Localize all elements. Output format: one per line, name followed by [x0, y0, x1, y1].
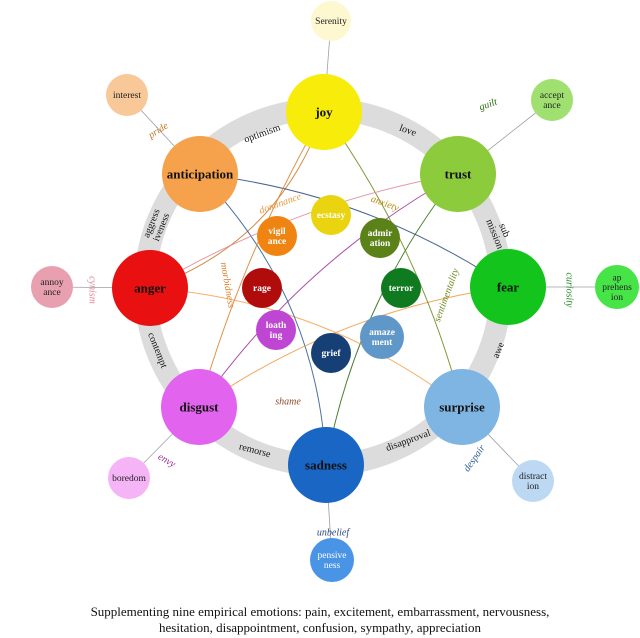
ecstasy-label: ecstasy	[317, 211, 346, 221]
node-anger: anger	[112, 250, 188, 326]
grief-circle	[311, 333, 351, 373]
dyad-unbelief: unbelief	[317, 527, 350, 538]
surprise-label: surprise	[439, 399, 485, 414]
dyad-despair: despair	[462, 443, 488, 474]
dyad-arc-5	[198, 286, 509, 408]
trust-label: trust	[445, 166, 472, 181]
anticipation-label: anticipation	[167, 166, 234, 181]
dyad-sentimentality: sentimentality	[432, 267, 462, 324]
node-rage: rage	[242, 268, 282, 308]
caption-line-1: Supplementing nine empirical emotions: p…	[90, 604, 550, 619]
fear-circle	[470, 249, 546, 325]
emotion-nodes: joy trust fear surprise sadness disgust anger a…	[31, 1, 639, 582]
loathing-circle	[256, 310, 296, 350]
dyad-arc-8	[198, 111, 325, 408]
anger-circle	[112, 250, 188, 326]
trust-circle	[420, 136, 496, 212]
caption-line-2: hesitation, disappointment, confusion, s…	[159, 620, 481, 635]
node-sadness: sadness	[288, 427, 364, 503]
surprise-circle	[424, 369, 500, 445]
interest-label: interest	[113, 91, 141, 101]
node-trust: trust	[420, 136, 496, 212]
disgust-circle	[161, 369, 237, 445]
node-grief: grief	[311, 333, 351, 373]
node-surprise: surprise	[424, 369, 500, 445]
vigilance-circle	[257, 216, 297, 256]
dyad-arc-6	[323, 111, 463, 408]
serenity-circle	[311, 1, 351, 41]
dyad-shame: shame	[275, 396, 301, 407]
dyad-arc-2	[149, 287, 463, 408]
admiration-circle	[360, 218, 400, 258]
ecstasy-circle	[311, 195, 351, 235]
dyad-arc-7	[199, 173, 509, 288]
dyad-envy: envy	[156, 451, 178, 470]
dyad-arc-1	[325, 173, 459, 466]
joy-label: joy	[314, 104, 333, 119]
distraction-circle	[512, 460, 554, 502]
node-serenity: Serenity	[311, 1, 351, 41]
boredom-circle	[108, 457, 150, 499]
dyad-guilt: guilt	[478, 96, 499, 113]
apprehension-circle	[595, 265, 639, 309]
rage-label: rage	[253, 284, 271, 294]
annoyance-circle	[31, 266, 73, 308]
fear-label: fear	[497, 279, 520, 294]
anger-label: anger	[134, 280, 166, 295]
figure-caption: Supplementing nine empirical emotions: p…	[0, 604, 640, 636]
anticipation-circle	[162, 136, 238, 212]
dyad-arc-3	[198, 173, 459, 408]
sadness-circle	[288, 427, 364, 503]
interest-circle	[106, 74, 148, 116]
terror-label: terror	[389, 284, 414, 294]
pensiveness-circle	[310, 538, 354, 582]
serenity-label: Serenity	[315, 17, 347, 27]
rage-circle	[242, 268, 282, 308]
disgust-label: disgust	[179, 399, 219, 414]
node-ecstasy: ecstasy	[311, 195, 351, 235]
node-anticipation: anticipation	[162, 136, 238, 212]
acceptance-circle	[531, 79, 573, 121]
terror-circle	[381, 268, 421, 308]
dyad-arc-4	[199, 173, 327, 466]
dyad-curiosity: curiosity	[564, 273, 575, 309]
node-disgust: disgust	[161, 369, 237, 445]
joy-circle	[286, 74, 362, 150]
dyad-anxiety: anxiety	[369, 194, 400, 214]
grief-label: grief	[322, 349, 342, 359]
dyad-arc-9	[149, 173, 459, 289]
boredom-label: boredom	[112, 474, 146, 484]
dyad-morbidness: morbidness	[218, 261, 237, 308]
dyad-cynism: cynism	[87, 276, 98, 304]
node-boredom: boredom	[108, 457, 150, 499]
node-fear: fear	[470, 249, 546, 325]
node-terror: terror	[381, 268, 421, 308]
node-interest: interest	[106, 74, 148, 116]
amazement-circle	[360, 315, 404, 359]
node-joy: joy	[286, 74, 362, 150]
sadness-label: sadness	[305, 457, 347, 472]
